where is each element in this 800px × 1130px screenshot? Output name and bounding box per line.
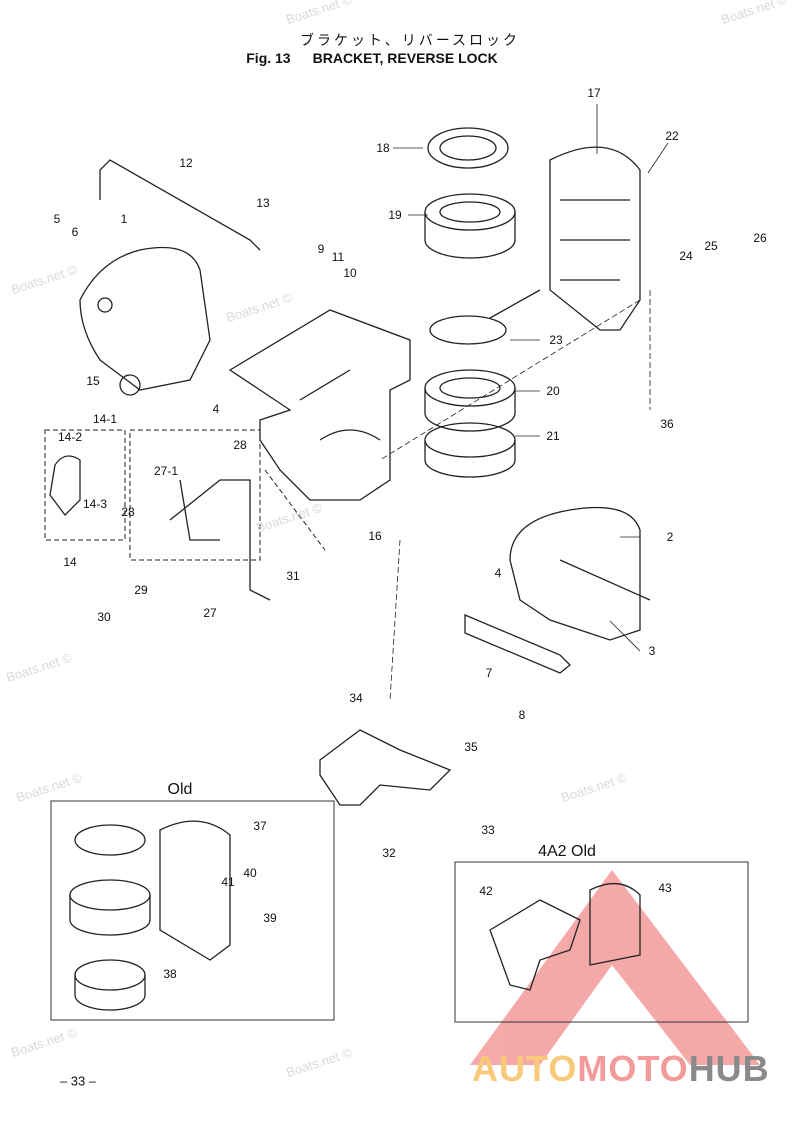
callout: 11 xyxy=(331,250,345,264)
callout: 1 xyxy=(120,212,128,226)
callout: 17 xyxy=(587,86,601,100)
part-12-rod xyxy=(99,159,261,251)
callout: 41 xyxy=(221,875,235,889)
callout: 14-1 xyxy=(92,412,118,426)
part-19-bearing xyxy=(424,193,516,231)
callout: 42 xyxy=(479,884,493,898)
figure-number: Fig. 13 xyxy=(246,50,291,66)
callout: 4 xyxy=(494,566,502,580)
callout: 29 xyxy=(134,583,148,597)
4a2-old-box-frame xyxy=(454,861,749,1023)
figure-title-text: BRACKET, REVERSE LOCK xyxy=(312,50,498,66)
old-box-title: Old xyxy=(167,781,193,798)
part-16-swivel-bracket xyxy=(228,309,411,501)
part-7-plate xyxy=(464,614,571,674)
callout: 34 xyxy=(349,691,363,705)
callout: 5 xyxy=(53,212,61,226)
callout: 9 xyxy=(317,242,325,256)
callout: 23 xyxy=(549,333,563,347)
old-ring xyxy=(74,824,146,856)
callout: 19 xyxy=(388,208,402,222)
title-japanese: ブラケット、リバースロック xyxy=(299,33,521,49)
part-42-bracket xyxy=(489,899,581,991)
callout: 32 xyxy=(382,846,396,860)
callout: 35 xyxy=(464,740,478,754)
callout: 31 xyxy=(286,569,300,583)
callout: 12 xyxy=(179,156,193,170)
automotohub-logo: AUTOMOTOHUB xyxy=(472,1048,770,1089)
callout: 28 xyxy=(233,438,247,452)
callout: 14-2 xyxy=(57,430,83,444)
part-23-clamp xyxy=(429,315,507,345)
callout: 10 xyxy=(343,266,357,280)
callout: 30 xyxy=(97,610,111,624)
callout: 40 xyxy=(243,866,257,880)
callout: 26 xyxy=(753,231,767,245)
part-1-bracket xyxy=(79,246,211,391)
part-21-ring xyxy=(424,422,516,458)
callout: 4 xyxy=(212,402,220,416)
4a2-old-box-title: 4A2 Old xyxy=(538,843,596,860)
callout: 16 xyxy=(368,529,382,543)
callout: 7 xyxy=(485,666,493,680)
callout: 36 xyxy=(660,417,674,431)
figure-title: Fig. 13 BRACKET, REVERSE LOCK xyxy=(246,50,520,66)
part-32-lock xyxy=(319,729,452,806)
callout: 37 xyxy=(253,819,267,833)
logo-triangle xyxy=(470,870,760,1065)
part-2-bracket xyxy=(509,506,641,641)
part-27-lever xyxy=(169,479,271,601)
part-14-plate xyxy=(49,455,81,516)
callout: 25 xyxy=(704,239,718,253)
callout: 27 xyxy=(203,606,217,620)
callout: 22 xyxy=(665,129,679,143)
old-box-frame xyxy=(50,800,335,1021)
callout: 6 xyxy=(71,225,79,239)
callout: 2 xyxy=(666,530,674,544)
callout: 21 xyxy=(546,429,560,443)
callout: 27-1 xyxy=(153,464,179,478)
callout: 20 xyxy=(546,384,560,398)
callout: 18 xyxy=(376,141,390,155)
callout: 28 xyxy=(121,505,135,519)
part-43-swivel xyxy=(589,883,641,966)
callout: 38 xyxy=(163,967,177,981)
callout: 14 xyxy=(63,555,77,569)
callout: 13 xyxy=(256,196,270,210)
part-18-ring xyxy=(427,127,509,169)
part-20-bushing xyxy=(424,369,516,407)
callout: 33 xyxy=(481,823,495,837)
callout: 14-3 xyxy=(82,497,108,511)
callout: 43 xyxy=(658,881,672,895)
old-swivel xyxy=(159,820,231,961)
callout: 8 xyxy=(518,708,526,722)
callout: 24 xyxy=(679,249,693,263)
page-number: – 33 – xyxy=(59,1073,97,1089)
callout: 15 xyxy=(86,374,100,388)
callout: 39 xyxy=(263,911,277,925)
part-17-swivel xyxy=(549,146,641,331)
callout: 3 xyxy=(648,644,656,658)
